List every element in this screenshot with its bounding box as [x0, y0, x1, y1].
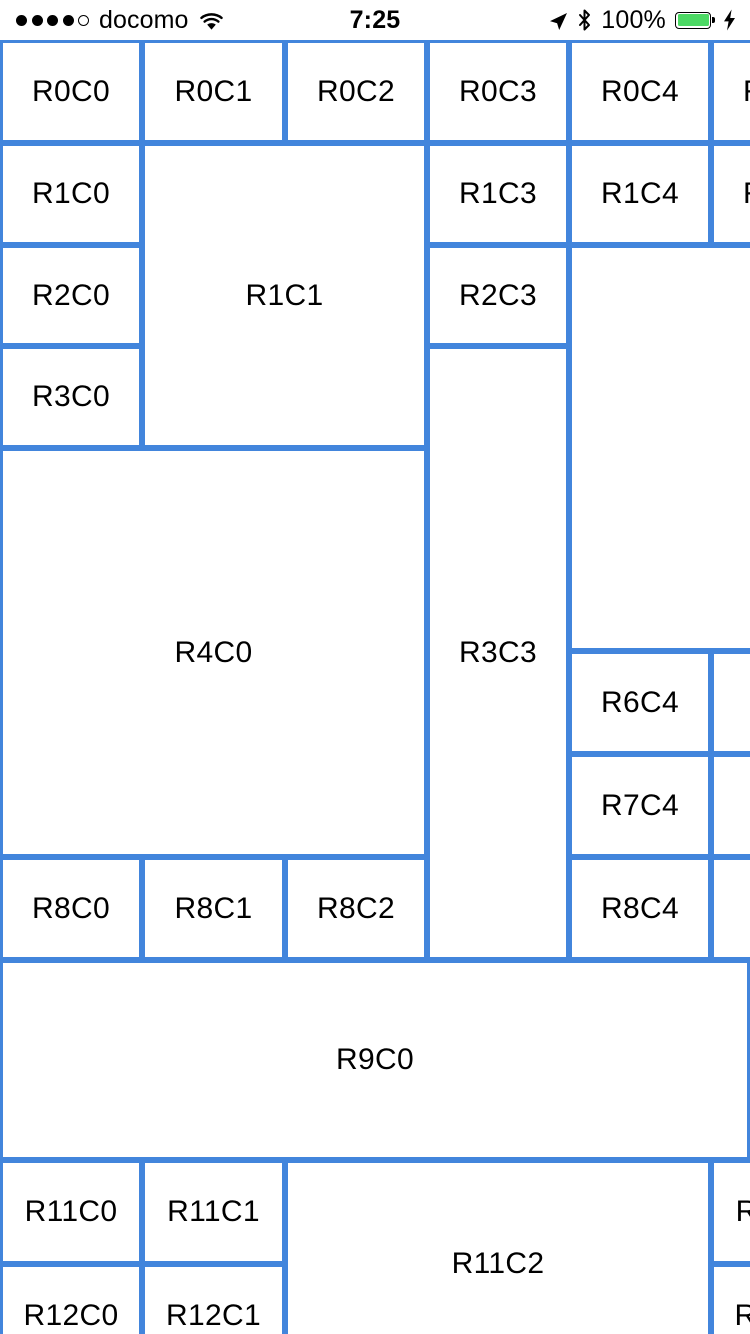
signal-dot-0 [16, 14, 27, 26]
signal-dot-2 [47, 14, 58, 26]
grid-cell-label: R4C0 [174, 635, 253, 669]
grid-cell-label: R0C5 [743, 76, 750, 107]
grid-cell-label: R8C4 [601, 891, 679, 925]
grid-cell-label: R8C2 [317, 891, 395, 925]
grid-cell-r0c3[interactable]: R0C3 [427, 40, 569, 143]
grid-cell-label: R0C3 [459, 74, 537, 108]
signal-dot-1 [31, 14, 43, 26]
location-arrow-icon [549, 11, 568, 30]
grid-canvas: R0C0 R0C1 R0C2 R0C3 R0C4 R0C5R1C0R1C1 R1C3 R1C4… [0, 40, 750, 1334]
signal-dot-4 [78, 14, 89, 26]
grid-cell-r0c5[interactable]: R0C5 [711, 40, 750, 143]
battery-icon [675, 11, 711, 29]
grid-cell-r8c2[interactable]: R8C2 [285, 857, 427, 960]
grid-cell-r8c0[interactable]: R8C0 [0, 857, 142, 960]
grid-cell-r0c1[interactable]: R0C1 [142, 40, 285, 143]
grid-cell-r3c3[interactable]: R3C3 [427, 346, 569, 960]
status-bar: docomo 7:25 100 [0, 0, 750, 40]
grid-cell-label: R11C1 [167, 1195, 260, 1228]
grid-cell-label: R1C3 [459, 177, 537, 210]
grid-cell-r3c0[interactable]: R3C0 [0, 346, 142, 448]
grid-cell-label: R6C4 [601, 685, 679, 719]
grid-cell-label: R8C0 [32, 891, 110, 925]
grid-cell-empty-20[interactable] [711, 754, 750, 857]
grid-cell-label: R12C1 [166, 1299, 261, 1332]
grid-cell-r2c0[interactable]: R2C0 [0, 245, 142, 346]
grid-cell-r7c4[interactable]: R7C4 [569, 754, 711, 857]
grid-cell-r0c4[interactable]: R0C4 [569, 40, 711, 143]
grid-cell-r1c1[interactable]: R1C1 [142, 143, 427, 448]
grid-cell-label: R11C0 [24, 1195, 118, 1228]
grid-cell-r12c1[interactable]: R12C1 [142, 1264, 285, 1334]
grid-cell-r12c5[interactable]: R12C5 [711, 1264, 750, 1334]
grid-cell-r1c0[interactable]: R1C0 [0, 143, 142, 245]
grid-cell-r12c0[interactable]: R12C0 [0, 1264, 142, 1334]
grid-cell-r0c2[interactable]: R0C2 [285, 40, 427, 143]
grid-cell-empty-13[interactable] [569, 245, 750, 651]
grid-cell-r11c5[interactable]: R11C5 [711, 1160, 750, 1264]
grid-cell-label: R2C0 [32, 278, 110, 312]
lightning-bolt-icon [723, 9, 736, 31]
bluetooth-icon [577, 9, 592, 31]
grid-cell-label: R1C0 [32, 177, 110, 210]
grid-cell-empty-25[interactable] [711, 857, 750, 960]
grid-cell-label: R3C0 [32, 380, 110, 413]
grid-cell-r4c0[interactable]: R4C0 [0, 448, 427, 857]
status-bar-right: 100% [549, 0, 736, 40]
grid-cell-r8c1[interactable]: R8C1 [142, 857, 285, 960]
wifi-icon [199, 11, 224, 30]
grid-cell-label: R1C1 [245, 278, 324, 312]
grid-cell-r6c4[interactable]: R6C4 [569, 651, 711, 754]
grid-cell-empty-18[interactable] [711, 651, 750, 754]
clock-label: 7:25 [349, 5, 401, 34]
grid-cell-r1c5[interactable]: R1C5 [711, 143, 750, 245]
signal-dot-3 [62, 14, 74, 26]
grid-cell-label: R1C4 [601, 177, 679, 210]
grid-cell-r11c0[interactable]: R11C0 [0, 1160, 142, 1264]
carrier-label: docomo [99, 5, 189, 34]
grid-cell-label: R8C1 [174, 891, 253, 925]
grid-cell-label: R7C4 [601, 788, 679, 822]
grid-cell-label: R1C5 [743, 179, 750, 209]
grid-cell-label: R12C5 [735, 1301, 750, 1331]
status-bar-left: docomo [16, 0, 224, 40]
grid-cell-r8c4[interactable]: R8C4 [569, 857, 711, 960]
grid-cell-r11c1[interactable]: R11C1 [142, 1160, 285, 1264]
battery-fill [677, 14, 709, 26]
grid-cell-r9c0[interactable]: R9C0 [0, 960, 750, 1160]
grid-cell-label: R0C0 [32, 74, 110, 108]
grid-cell-label: R2C3 [459, 278, 537, 312]
grid-cell-r11c2[interactable]: R11C2 [285, 1160, 711, 1334]
grid-cell-label: R3C3 [459, 636, 537, 669]
grid-cell-label: R0C2 [317, 74, 395, 108]
grid-cell-r2c3[interactable]: R2C3 [427, 245, 569, 346]
grid-cell-r1c3[interactable]: R1C3 [427, 143, 569, 245]
grid-cell-r0c0[interactable]: R0C0 [0, 40, 142, 143]
grid-cell-label: R12C0 [23, 1299, 119, 1332]
grid-cell-label: R9C0 [336, 1043, 414, 1076]
grid-cell-label: R0C4 [601, 74, 679, 108]
battery-percent-label: 100% [601, 5, 666, 34]
grid-cell-r1c4[interactable]: R1C4 [569, 143, 711, 245]
signal-strength-dots [16, 14, 89, 26]
grid-cell-label: R0C1 [174, 74, 253, 108]
grid-cell-label: R11C5 [736, 1197, 750, 1227]
grid-cell-label: R11C2 [451, 1247, 545, 1280]
